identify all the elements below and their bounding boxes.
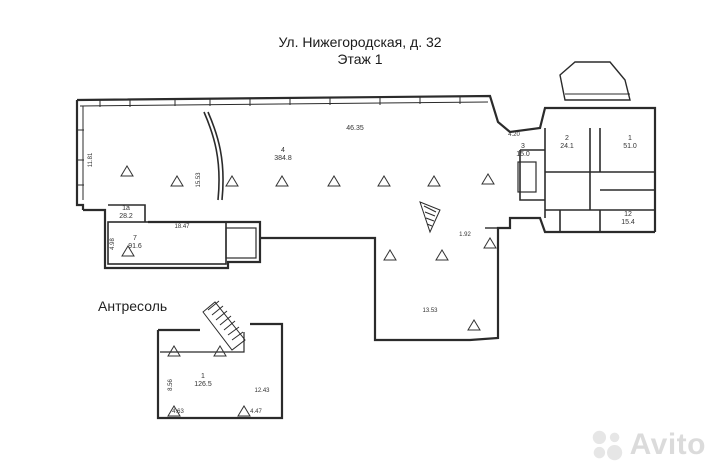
room-1-area: 51.0	[623, 143, 637, 150]
top-window-ticks	[78, 96, 461, 186]
avito-watermark: Avito	[588, 426, 706, 464]
room-7-number: 7	[133, 235, 137, 242]
dim-mezz-bottom-left: 4.63	[172, 409, 184, 415]
room-12-number: 12	[624, 211, 632, 218]
room-2-number: 2	[565, 135, 569, 142]
light-fixtures	[120, 165, 497, 417]
mezzanine-label: Антресоль	[98, 298, 168, 314]
room-7-area: 91.6	[128, 243, 142, 250]
mezz-room-number: 1	[201, 373, 205, 380]
dim-mezz-bottom-right: 4.47	[250, 409, 262, 415]
room-1-number: 1	[628, 135, 632, 142]
main-floor-walls	[75, 94, 657, 342]
mezzanine-walls	[156, 322, 284, 420]
plan-address-title: Ул. Нижегородская, д. 32	[278, 34, 442, 50]
dim-mezz-side: 8.56	[168, 379, 174, 391]
room-4-area: 384.8	[274, 155, 292, 162]
avito-dots-logo-icon	[592, 430, 622, 461]
tower-annex	[559, 61, 631, 101]
room-4-dimension: 46.35	[346, 125, 364, 132]
dim-annex: 13.53	[422, 308, 438, 314]
room-1a-number: 1а	[122, 205, 130, 212]
dim-vestibule: 1.92	[459, 232, 471, 238]
room-3-number: 3	[521, 143, 525, 150]
room-4-number: 4	[281, 147, 285, 154]
dim-room7-side: 4.98	[110, 238, 116, 250]
room-12-area: 15.4	[621, 219, 635, 226]
room-1a-area: 28.2	[119, 213, 133, 220]
dim-mezz-width: 12.43	[254, 388, 270, 394]
dim-tower: 4.20	[508, 132, 520, 138]
room-3-area: 15.0	[516, 151, 530, 158]
curved-partition	[203, 111, 224, 201]
dim-inner-mid: 15.53	[196, 172, 202, 188]
hall-stair	[419, 201, 441, 234]
dim-corridor: 18.47	[174, 224, 190, 230]
room-2-area: 24.1	[560, 143, 574, 150]
avito-wordmark: Avito	[629, 428, 706, 461]
dim-left-wall: 11.81	[88, 152, 94, 167]
left-rooms	[107, 204, 257, 265]
mezzanine-stair	[202, 300, 246, 351]
plan-floor-title: Этаж 1	[337, 51, 383, 67]
mezz-room-area: 126.5	[194, 381, 212, 388]
right-rooms	[517, 128, 655, 232]
